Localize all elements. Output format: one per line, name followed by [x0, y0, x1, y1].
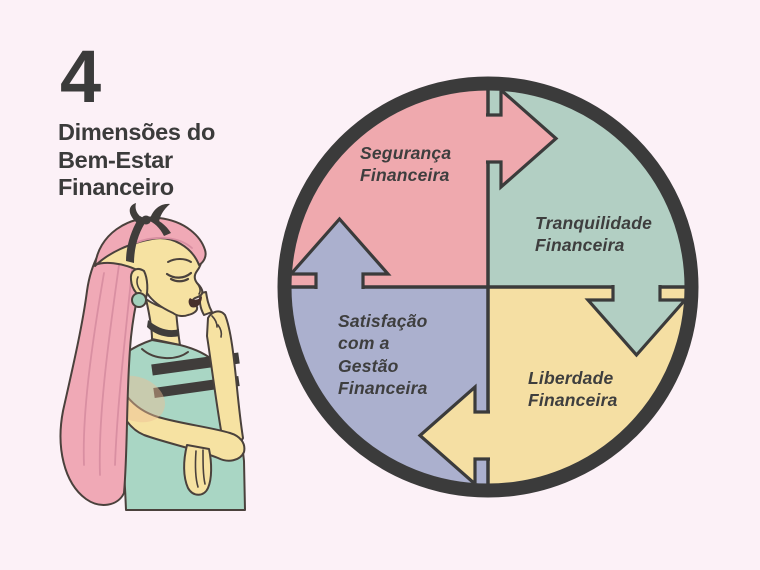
finger-lines [194, 449, 206, 488]
headband-and-bow [126, 203, 171, 263]
closed-eye [165, 271, 193, 283]
arrow-fill [291, 219, 388, 295]
arrow-fill [588, 279, 685, 355]
arrow-outline [291, 216, 392, 289]
arrow-right-icon [480, 90, 559, 191]
arrow-outline [486, 90, 559, 191]
earring [131, 292, 147, 308]
headband [126, 216, 147, 263]
segment-label-seguranca: Segurança Financeira [360, 143, 452, 186]
woman-figure [59, 203, 246, 511]
segment-label-satisfacao: Satisfação com a Gestão Financeira [338, 311, 428, 399]
long-hair [59, 216, 155, 506]
ear [129, 268, 149, 299]
arrow-fill [480, 90, 556, 187]
arrow-left-icon [417, 383, 496, 484]
eyebrow [167, 258, 192, 263]
collar-line [141, 348, 189, 359]
arrow-down-icon [584, 279, 685, 358]
segment-label-liberdade: Liberdade Financeira [528, 368, 618, 411]
woman-thinking-illustration [59, 203, 246, 511]
segment-label-tranquilidade: Tranquilidade Financeira [535, 213, 653, 256]
arrow-fill [420, 387, 496, 484]
arrow-outline [417, 383, 490, 484]
arrow-outline [584, 285, 685, 358]
arrow-up-icon [291, 216, 392, 295]
big-number: 4 [60, 35, 102, 118]
choker [147, 320, 179, 337]
arm [109, 360, 246, 462]
headband [147, 217, 171, 236]
knuckle-lines [211, 315, 223, 338]
bow-right-tail [150, 203, 170, 222]
inner-ear-line [136, 276, 142, 292]
bow-knot [141, 215, 151, 225]
page-title: Dimensões do Bem-Estar Financeiro [58, 119, 216, 200]
financial-wellbeing-cycle-diagram [277, 76, 699, 498]
quadrant-dividers [291, 90, 685, 484]
bang-strand-line [134, 237, 193, 249]
hair-strand-lines [82, 260, 134, 476]
nose-line [196, 282, 201, 295]
outer-ring [277, 76, 699, 498]
forearm [206, 310, 244, 448]
cycle-arrows [291, 90, 685, 484]
mouth [188, 296, 202, 308]
